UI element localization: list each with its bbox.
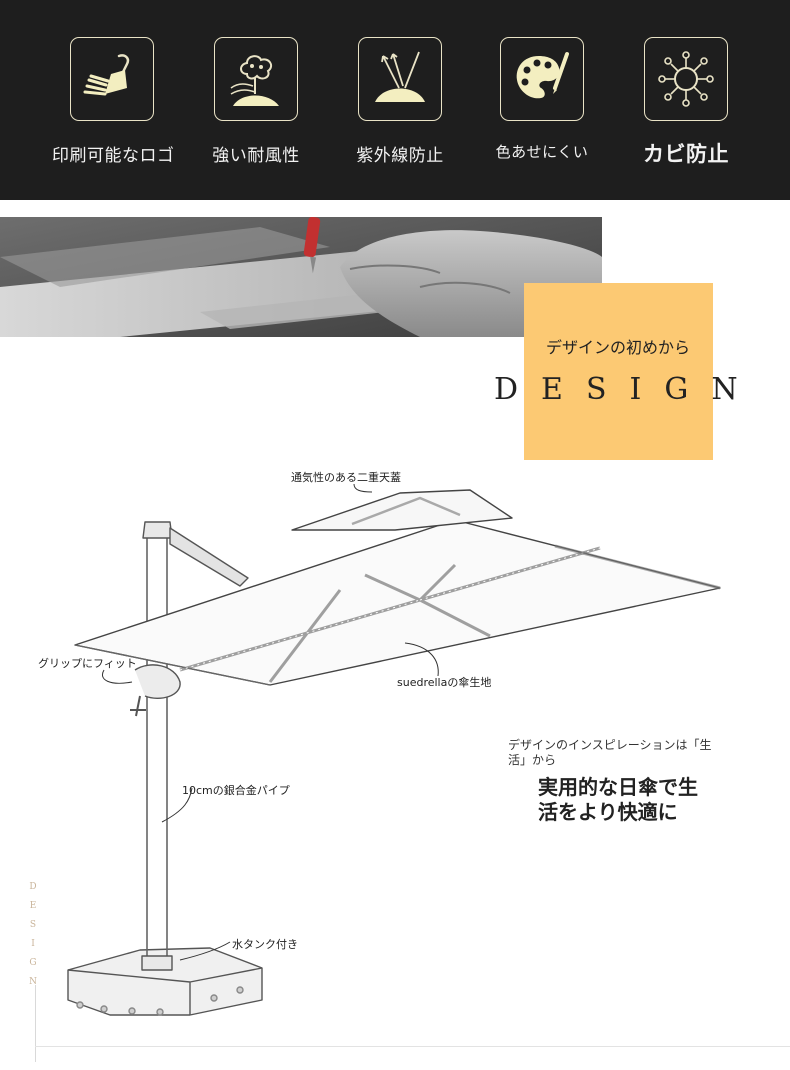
uv-protection-icon	[358, 37, 442, 121]
headline-text: 実用的な日傘で生 活をより快適に	[538, 775, 698, 825]
vertical-design-letter: E	[29, 901, 37, 911]
feature-label: 紫外線防止	[356, 146, 444, 166]
feature-bar: 印刷可能なロゴ 強い耐風性 紫外線防止	[0, 0, 790, 200]
design-accent-box	[524, 283, 713, 460]
vertical-design-letter: N	[29, 977, 37, 987]
design-subtitle: デザインの初めから	[546, 338, 691, 357]
feature-anti-mold: カビ防止	[626, 37, 746, 168]
drawing-hand-photo	[0, 217, 602, 337]
headline-line-2: 活をより快適に	[538, 800, 678, 824]
anti-mold-icon	[644, 37, 728, 121]
feature-label: 強い耐風性	[212, 146, 300, 166]
palette-icon	[500, 37, 584, 121]
feature-fade-resistant: 色あせにくい	[482, 37, 602, 162]
cantilever-umbrella-illustration	[67, 483, 721, 1016]
brush-logo-icon	[70, 37, 154, 121]
horizontal-divider	[35, 1046, 790, 1047]
inspiration-text: デザインのインスピレーションは「生活」から	[508, 738, 712, 767]
callout-water-tank: 水タンク付き	[232, 938, 298, 951]
feature-label: カビ防止	[643, 142, 729, 166]
callout-grip: グリップにフィット	[38, 657, 137, 670]
feature-label: 色あせにくい	[495, 143, 589, 161]
feature-uv-protection: 紫外線防止	[340, 37, 460, 166]
callout-alloy-pipe: 10cmの銀合金パイプ	[182, 784, 290, 797]
vertical-design-letter: D	[29, 882, 37, 892]
vertical-design-letter: G	[29, 958, 37, 968]
headline-line-1: 実用的な日傘で生	[538, 775, 698, 799]
feature-label: 印刷可能なロゴ	[52, 146, 175, 166]
callout-vented-canopy: 通気性のある二重天蓋	[291, 471, 401, 484]
feature-printable-logo: 印刷可能なロゴ	[52, 37, 175, 166]
wind-resistance-icon	[214, 37, 298, 121]
vertical-design-letter: S	[29, 920, 37, 930]
callout-fabric: suedrellaの傘生地	[397, 676, 492, 689]
vertical-design-letter: I	[31, 939, 35, 949]
vertical-divider	[35, 985, 36, 1062]
feature-wind-resistance: 強い耐風性	[196, 37, 316, 166]
design-word: DESIGN	[494, 372, 761, 407]
